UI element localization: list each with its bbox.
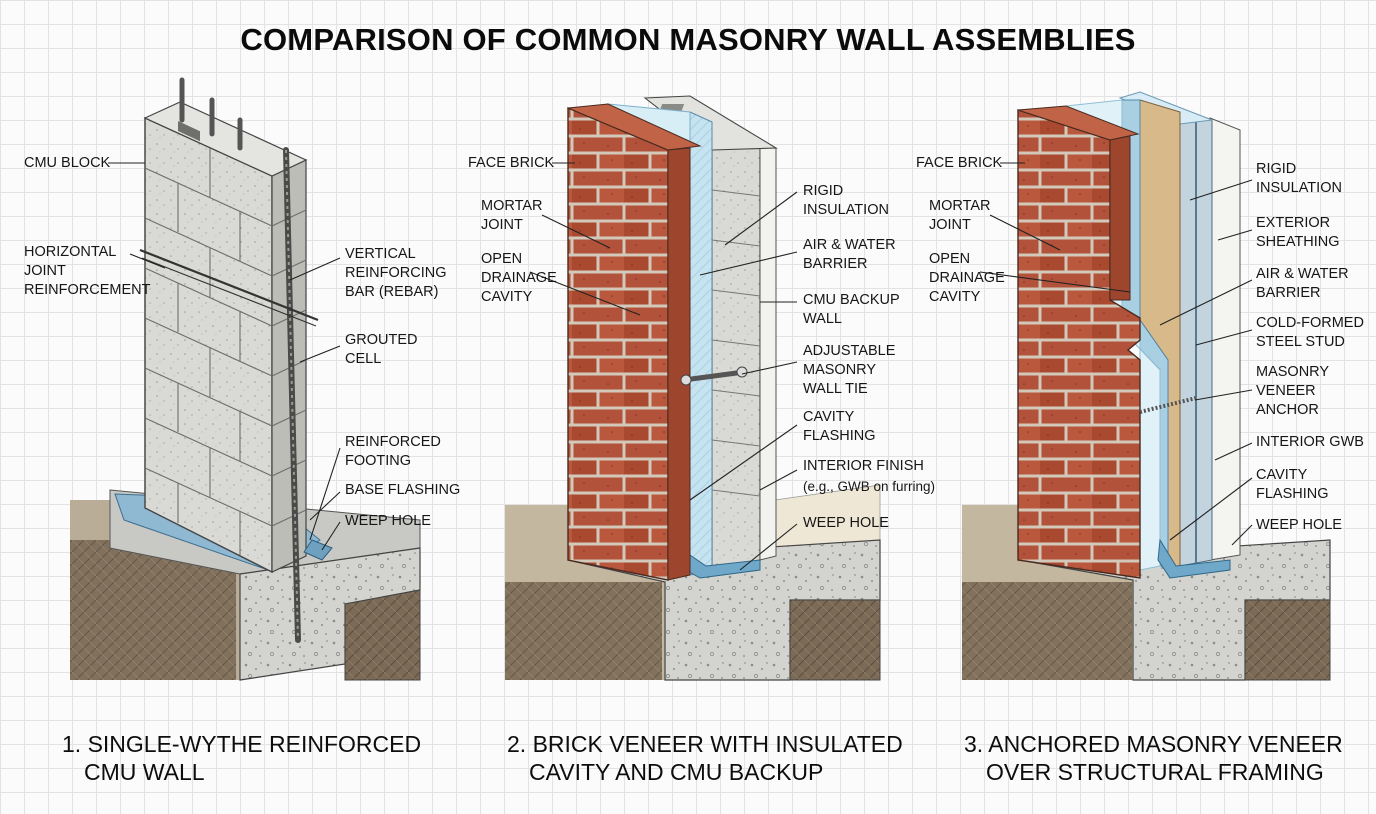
face-brick-2 bbox=[567, 106, 669, 581]
label-cold-formed-steel-stud: COLD-FORMED STEEL STUD bbox=[1256, 315, 1364, 350]
label-mortar-joint-3: MORTAR JOINT bbox=[929, 198, 991, 233]
label-face-brick-3: FACE BRICK bbox=[916, 155, 1003, 171]
assembly-3-drawing bbox=[962, 91, 1331, 681]
assembly-2-drawing bbox=[505, 95, 881, 681]
label-grouted-cell: GROUTED CELL bbox=[345, 332, 418, 367]
label-reinforced-footing: REINFORCED FOOTING bbox=[345, 434, 441, 469]
caption-assembly-3: 3. ANCHORED MASONRY VENEER OVER STRUCTUR… bbox=[964, 702, 1343, 814]
caption-3-line-2: OVER STRUCTURAL FRAMING bbox=[986, 759, 1324, 785]
label-base-flashing: BASE FLASHING bbox=[345, 482, 461, 498]
label-mortar-joint-2: MORTAR JOINT bbox=[481, 198, 543, 233]
label-rigid-insulation-2: RIGID INSULATION bbox=[803, 183, 889, 218]
label-weep-hole-3: WEEP HOLE bbox=[1256, 517, 1342, 533]
interior-gwb bbox=[1209, 117, 1241, 561]
caption-2-line-1: 2. BRICK VENEER WITH INSULATED bbox=[507, 731, 903, 757]
label-rigid-insulation-3: RIGID INSULATION bbox=[1256, 161, 1342, 196]
assembly-1-drawing bbox=[70, 77, 421, 681]
label-air-water-barrier-3: AIR & WATER BARRIER bbox=[1256, 266, 1349, 301]
label-cavity-flashing-2: CAVITY FLASHING bbox=[803, 409, 876, 444]
cavity-flashing-3 bbox=[1157, 538, 1231, 579]
label-cmu-block: CMU BLOCK bbox=[24, 155, 111, 171]
label-cmu-backup-wall: CMU BACKUP WALL bbox=[803, 292, 900, 327]
caption-1-line-1: 1. SINGLE-WYTHE REINFORCED bbox=[62, 731, 422, 757]
cmu-block bbox=[144, 116, 273, 574]
leader-lines bbox=[108, 162, 1253, 571]
label-weep-hole-1: WEEP HOLE bbox=[345, 513, 431, 529]
label-interior-finish-note: (e.g., GWB on furring) bbox=[803, 479, 936, 494]
caption-assembly-1: 1. SINGLE-WYTHE REINFORCED CMU WALL bbox=[62, 702, 421, 814]
caption-assembly-2: 2. BRICK VENEER WITH INSULATED CAVITY AN… bbox=[507, 702, 903, 814]
adjustable-wall-tie bbox=[681, 369, 747, 383]
label-exterior-sheathing: EXTERIOR SHEATHING bbox=[1256, 215, 1340, 250]
label-open-drainage-cavity-3: OPEN DRAINAGE CAVITY bbox=[929, 251, 1005, 305]
label-interior-gwb: INTERIOR GWB bbox=[1256, 434, 1364, 450]
caption-3-line-1: 3. ANCHORED MASONRY VENEER bbox=[964, 731, 1343, 757]
diagram-canvas bbox=[70, 77, 1331, 681]
label-interior-finish: INTERIOR FINISH bbox=[803, 458, 924, 474]
caption-1-line-2: CMU WALL bbox=[84, 759, 205, 785]
label-face-brick-2: FACE BRICK bbox=[468, 155, 555, 171]
label-air-water-barrier-2: AIR & WATER BARRIER bbox=[803, 237, 896, 272]
caption-2-line-2: CAVITY AND CMU BACKUP bbox=[529, 759, 824, 785]
horizontal-joint-reinforcement bbox=[139, 248, 319, 322]
label-adjustable-wall-tie: ADJUSTABLE MASONRY WALL TIE bbox=[803, 343, 896, 397]
rigid-insulation-2 bbox=[689, 111, 713, 576]
label-horizontal-joint-reinforcement: HORIZONTAL JOINT REINFORCEMENT bbox=[24, 244, 151, 298]
label-open-drainage-cavity-2: OPEN DRAINAGE CAVITY bbox=[481, 251, 557, 305]
label-masonry-veneer-anchor: MASONRY VENEER ANCHOR bbox=[1256, 364, 1330, 418]
label-weep-hole-2: WEEP HOLE bbox=[803, 515, 889, 531]
page-title: COMPARISON OF COMMON MASONRY WALL ASSEMB… bbox=[240, 22, 1136, 57]
masonry-veneer-anchor bbox=[1139, 396, 1197, 414]
label-vertical-rebar: VERTICAL REINFORCING BAR (REBAR) bbox=[345, 246, 447, 300]
label-cavity-flashing-3: CAVITY FLASHING bbox=[1256, 467, 1329, 502]
